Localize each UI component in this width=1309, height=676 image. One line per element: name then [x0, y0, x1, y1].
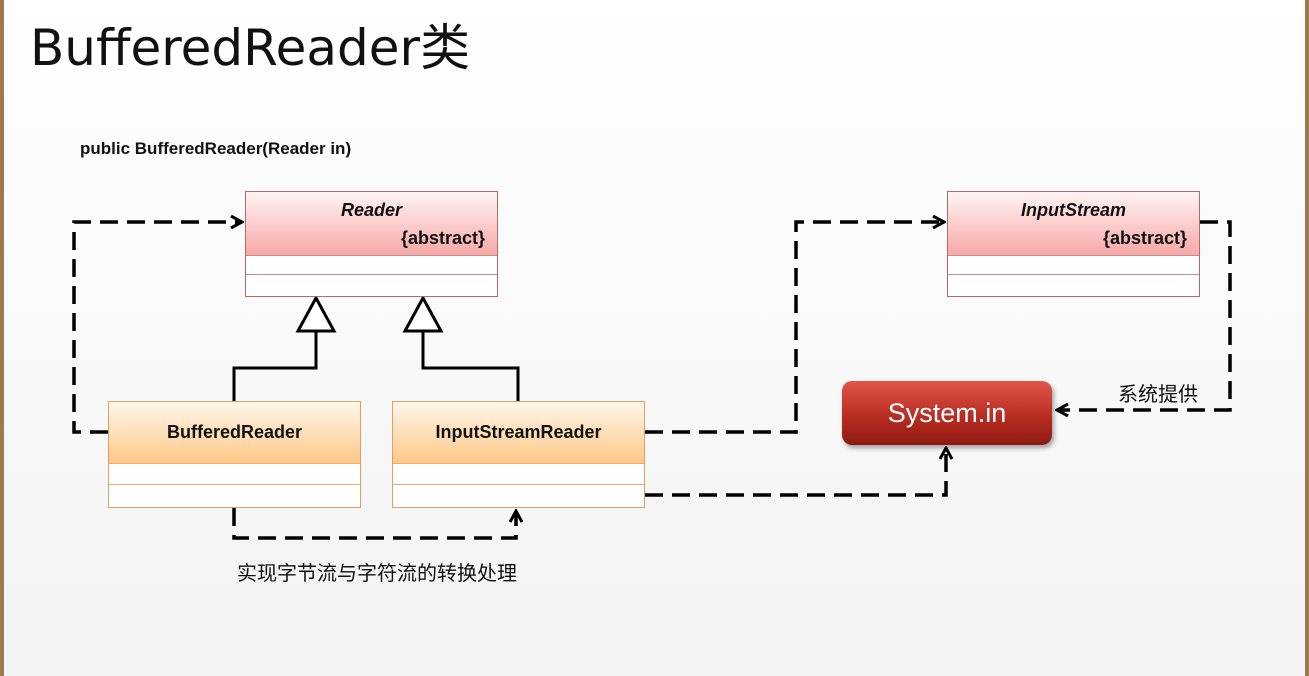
inherit-inputstreamreader-reader [421, 331, 520, 401]
class-bufferedreader-name: BufferedReader [109, 402, 360, 464]
system-in-box: System.in [842, 381, 1052, 445]
page-title: BufferedReader类 [30, 19, 471, 77]
label-conversion: 实现字节流与字符流的转换处理 [237, 561, 517, 585]
dep-bufferedreader-inputstreamreader [232, 508, 516, 540]
label-system-provided: 系统提供 [1118, 382, 1198, 406]
dep-inputstream-systemin [1057, 220, 1232, 410]
constructor-signature: public BufferedReader(Reader in) [80, 139, 352, 158]
class-inputstream-stereotype: {abstract} [1102, 228, 1187, 248]
class-reader-stereotype: {abstract} [400, 228, 485, 248]
class-reader: Reader {abstract} [245, 191, 498, 297]
inherit-bufferedreader-reader [232, 331, 318, 401]
class-reader-name: Reader [340, 200, 403, 220]
class-inputstream: InputStream {abstract} [947, 191, 1200, 297]
inherit-triangle-left [295, 294, 337, 333]
dep-inputstreamreader-systemin [645, 448, 946, 497]
class-inputstreamreader: InputStreamReader [392, 401, 645, 508]
class-inputstreamreader-name: InputStreamReader [393, 402, 644, 464]
class-inputstream-name: InputStream [1020, 200, 1126, 220]
dep-bufferedreader-reader [72, 222, 242, 434]
connector-lines [72, 0, 1232, 540]
dep-inputstreamreader-inputstream [645, 222, 944, 434]
class-bufferedreader: BufferedReader [108, 401, 361, 508]
slide: BufferedReader类 public BufferedReader(Re… [4, 0, 1305, 676]
inherit-triangle-right [402, 294, 444, 333]
